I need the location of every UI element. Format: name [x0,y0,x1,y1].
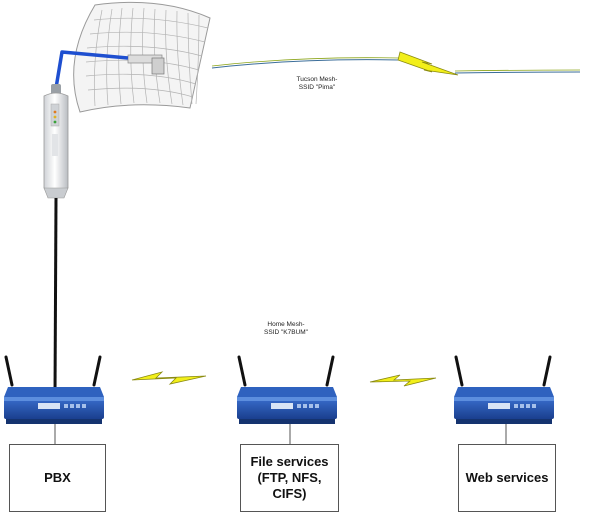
pbx-box: PBX [9,444,106,512]
antenna-cable [54,50,129,89]
pbx-label: PBX [44,470,71,485]
grid-antenna-icon [73,1,211,113]
lightning-bolt-icon [397,51,459,76]
tucson-mesh-label: Tucson Mesh- SSID "Pima" [272,76,362,92]
router-icon [4,355,104,424]
tucson-mesh-link [211,51,581,76]
tucson-mesh-name: Tucson Mesh- [296,76,338,83]
file-services-box: File services (FTP, NFS, CIFS) [240,444,339,512]
home-mesh-name: Home Mesh- [267,321,305,328]
lightning-bolt-icon [369,374,437,387]
bullet-radio-icon [43,84,69,199]
home-mesh-ssid: SSID "K7BUM" [264,329,308,336]
ethernet-cable [53,197,58,396]
web-services-label: Web services [465,470,549,485]
router-icon [454,355,554,424]
home-mesh-label: Home Mesh- SSID "K7BUM" [246,321,326,337]
web-services-box: Web services [458,444,556,512]
lightning-bolt-icon [131,371,207,385]
file-services-label: File services (FTP, NFS, CIFS) [250,454,329,501]
tucson-mesh-ssid: SSID "Pima" [298,84,336,91]
router-icon [237,355,337,424]
